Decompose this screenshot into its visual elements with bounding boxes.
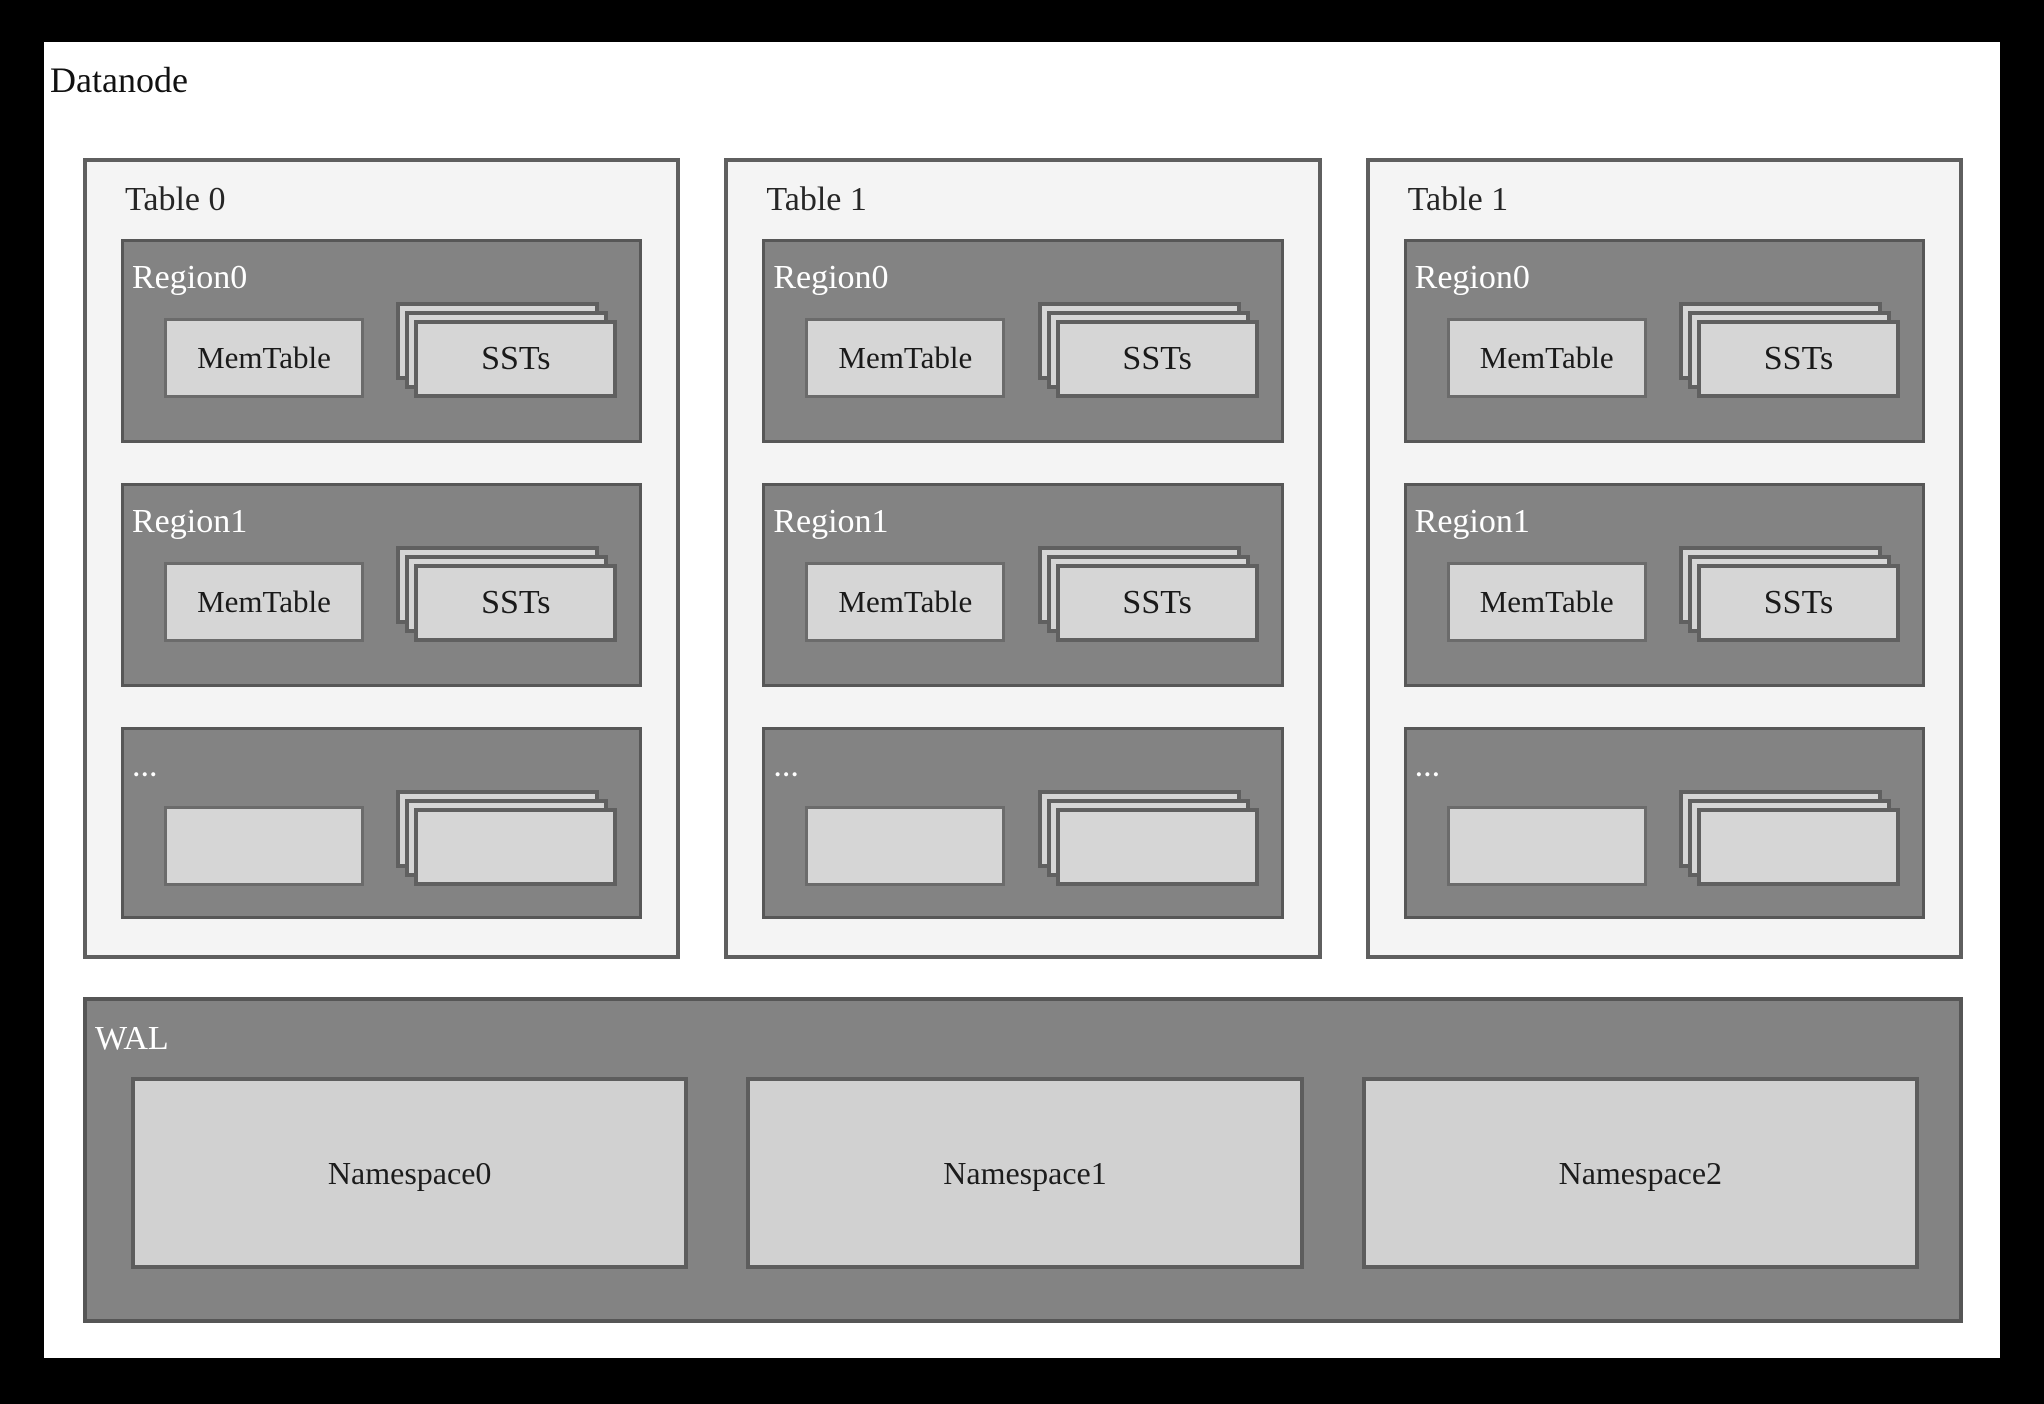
table-box: Table 1 Region0 MemTable SSTs Region1 Me… — [724, 158, 1322, 959]
region-list: Region0 MemTable SSTs Region1 MemTable S… — [762, 239, 1284, 919]
region-label: Region0 — [773, 259, 889, 296]
memtable-box: MemTable — [805, 318, 1006, 398]
region-box: Region0 MemTable SSTs — [762, 239, 1284, 443]
datanode-panel: Datanode Table 0 Region0 MemTable SSTs R… — [44, 42, 2000, 1358]
region-label: Region1 — [132, 503, 248, 540]
ssts-stack — [396, 790, 618, 886]
namespace-box: Namespace2 — [1361, 1077, 1919, 1269]
memtable-box — [1446, 806, 1647, 886]
region-box: Region0 MemTable SSTs — [1403, 239, 1925, 443]
region-label: Region0 — [132, 259, 248, 296]
ssts-stack: SSTs — [1678, 302, 1900, 398]
region-content: MemTable SSTs — [1446, 546, 1900, 642]
memtable-box: MemTable — [1446, 318, 1647, 398]
region-list: Region0 MemTable SSTs Region1 MemTable S… — [121, 239, 643, 919]
region-content: MemTable SSTs — [805, 302, 1259, 398]
table-label: Table 1 — [1407, 181, 1509, 218]
region-label: ... — [773, 747, 799, 784]
region-list: Region0 MemTable SSTs Region1 MemTable S… — [1403, 239, 1925, 919]
sst-layer-front — [414, 808, 618, 886]
region-content — [1446, 790, 1900, 886]
ssts-stack: SSTs — [1037, 546, 1259, 642]
namespace-box: Namespace1 — [746, 1077, 1304, 1269]
region-content: MemTable SSTs — [1446, 302, 1900, 398]
table-box: Table 0 Region0 MemTable SSTs Region1 Me… — [83, 158, 681, 959]
table-box: Table 1 Region0 MemTable SSTs Region1 Me… — [1365, 158, 1963, 959]
table-label: Table 0 — [125, 181, 226, 218]
memtable-box — [805, 806, 1006, 886]
sst-layer-front: SSTs — [1696, 564, 1900, 642]
region-box: Region1 MemTable SSTs — [1403, 483, 1925, 687]
sst-layer-front: SSTs — [414, 320, 618, 398]
page-title: Datanode — [50, 60, 188, 100]
region-label: Region1 — [1414, 503, 1530, 540]
memtable-box: MemTable — [164, 318, 364, 398]
memtable-box: MemTable — [1446, 562, 1647, 642]
region-content — [805, 790, 1259, 886]
ssts-stack: SSTs — [396, 302, 618, 398]
region-content: MemTable SSTs — [805, 546, 1259, 642]
region-box: ... — [762, 727, 1284, 919]
ssts-stack — [1678, 790, 1900, 886]
ssts-stack: SSTs — [1678, 546, 1900, 642]
region-box: ... — [121, 727, 643, 919]
ssts-stack — [1037, 790, 1259, 886]
sst-layer-front: SSTs — [1696, 320, 1900, 398]
region-label: ... — [1414, 747, 1441, 784]
sst-layer-front: SSTs — [1055, 320, 1259, 398]
sst-layer-front — [1055, 808, 1259, 886]
region-box: ... — [1403, 727, 1925, 919]
ssts-stack: SSTs — [396, 546, 618, 642]
table-label: Table 1 — [766, 181, 867, 218]
memtable-box — [164, 806, 364, 886]
region-content: MemTable SSTs — [164, 302, 618, 398]
tables-row: Table 0 Region0 MemTable SSTs Region1 Me… — [83, 158, 1963, 959]
sst-layer-front — [1696, 808, 1900, 886]
sst-layer-front: SSTs — [1055, 564, 1259, 642]
region-label: Region1 — [773, 503, 889, 540]
region-box: Region1 MemTable SSTs — [121, 483, 643, 687]
ssts-stack: SSTs — [1037, 302, 1259, 398]
region-box: Region1 MemTable SSTs — [762, 483, 1284, 687]
wal-label: WAL — [95, 1020, 169, 1057]
region-label: ... — [132, 747, 158, 784]
region-box: Region0 MemTable SSTs — [121, 239, 643, 443]
wal-box: WAL Namespace0 Namespace1 Namespace2 — [83, 997, 1963, 1323]
wal-namespaces-row: Namespace0 Namespace1 Namespace2 — [131, 1077, 1919, 1269]
region-content — [164, 790, 618, 886]
memtable-box: MemTable — [164, 562, 364, 642]
region-label: Region0 — [1414, 259, 1530, 296]
memtable-box: MemTable — [805, 562, 1006, 642]
sst-layer-front: SSTs — [414, 564, 618, 642]
region-content: MemTable SSTs — [164, 546, 618, 642]
namespace-box: Namespace0 — [131, 1077, 689, 1269]
